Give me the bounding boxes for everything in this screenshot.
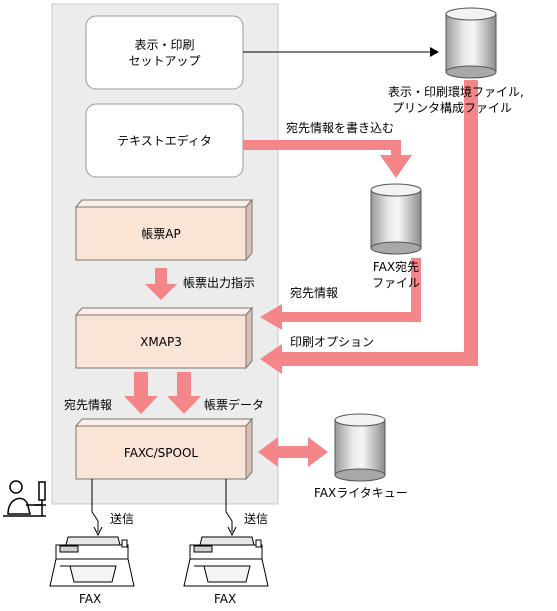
dest-info-label: 宛先情報 [290,286,339,300]
output-instr-arrow [145,268,177,300]
fax-machine-left-icon [49,536,135,587]
output-instr-label: 帳票出力指示 [183,276,256,290]
setup-label-line2: セットアップ [128,54,201,68]
xmap-box [74,306,254,370]
fax-dest-label-1: FAX宛先 [372,260,420,274]
send-left-arrow [91,479,103,537]
xmap-label: XMAP3 [140,335,182,349]
queue-label: FAXライタキュー [314,486,408,500]
fax-dest-db [370,183,422,255]
env-file-db [445,7,497,79]
fax-machine-right-icon [183,536,269,587]
faxc-label: FAXC/SPOOL [123,446,199,460]
operator-icon [3,480,46,517]
print-option-label: 印刷オプション [290,335,375,349]
faxc-box [74,417,254,481]
fax-right-label: FAX [214,592,237,606]
fax-dest-label-2: ファイル [371,276,420,290]
env-file-label-2: プリンタ構成ファイル [392,101,513,115]
ap-box [74,198,254,262]
dest-info-down-arrow [124,372,158,414]
send-left-label: 送信 [110,512,135,526]
dest-info-arrow [260,258,421,330]
ap-label: 帳票AP [141,227,181,241]
dest-info-left-label: 宛先情報 [64,398,113,412]
send-right-label: 送信 [244,512,269,526]
fax-left-label: FAX [79,592,102,606]
print-option-arrow [260,80,478,374]
setup-label-line1: 表示・印刷 [134,38,195,52]
form-data-label: 帳票データ [204,398,265,412]
setup-label: 表示・印刷 セットアップ [86,37,243,69]
send-right-arrow [225,479,237,537]
editor-label: テキストエディタ [117,134,212,148]
write-dest-label: 宛先情報を書き込む [286,121,395,135]
write-dest-arrow [243,140,412,178]
queue-db [334,413,386,482]
form-data-down-arrow [167,372,201,414]
faxc-queue-arrow [258,437,328,467]
env-file-label-1: 表示・印刷環境ファイル, [388,85,524,99]
